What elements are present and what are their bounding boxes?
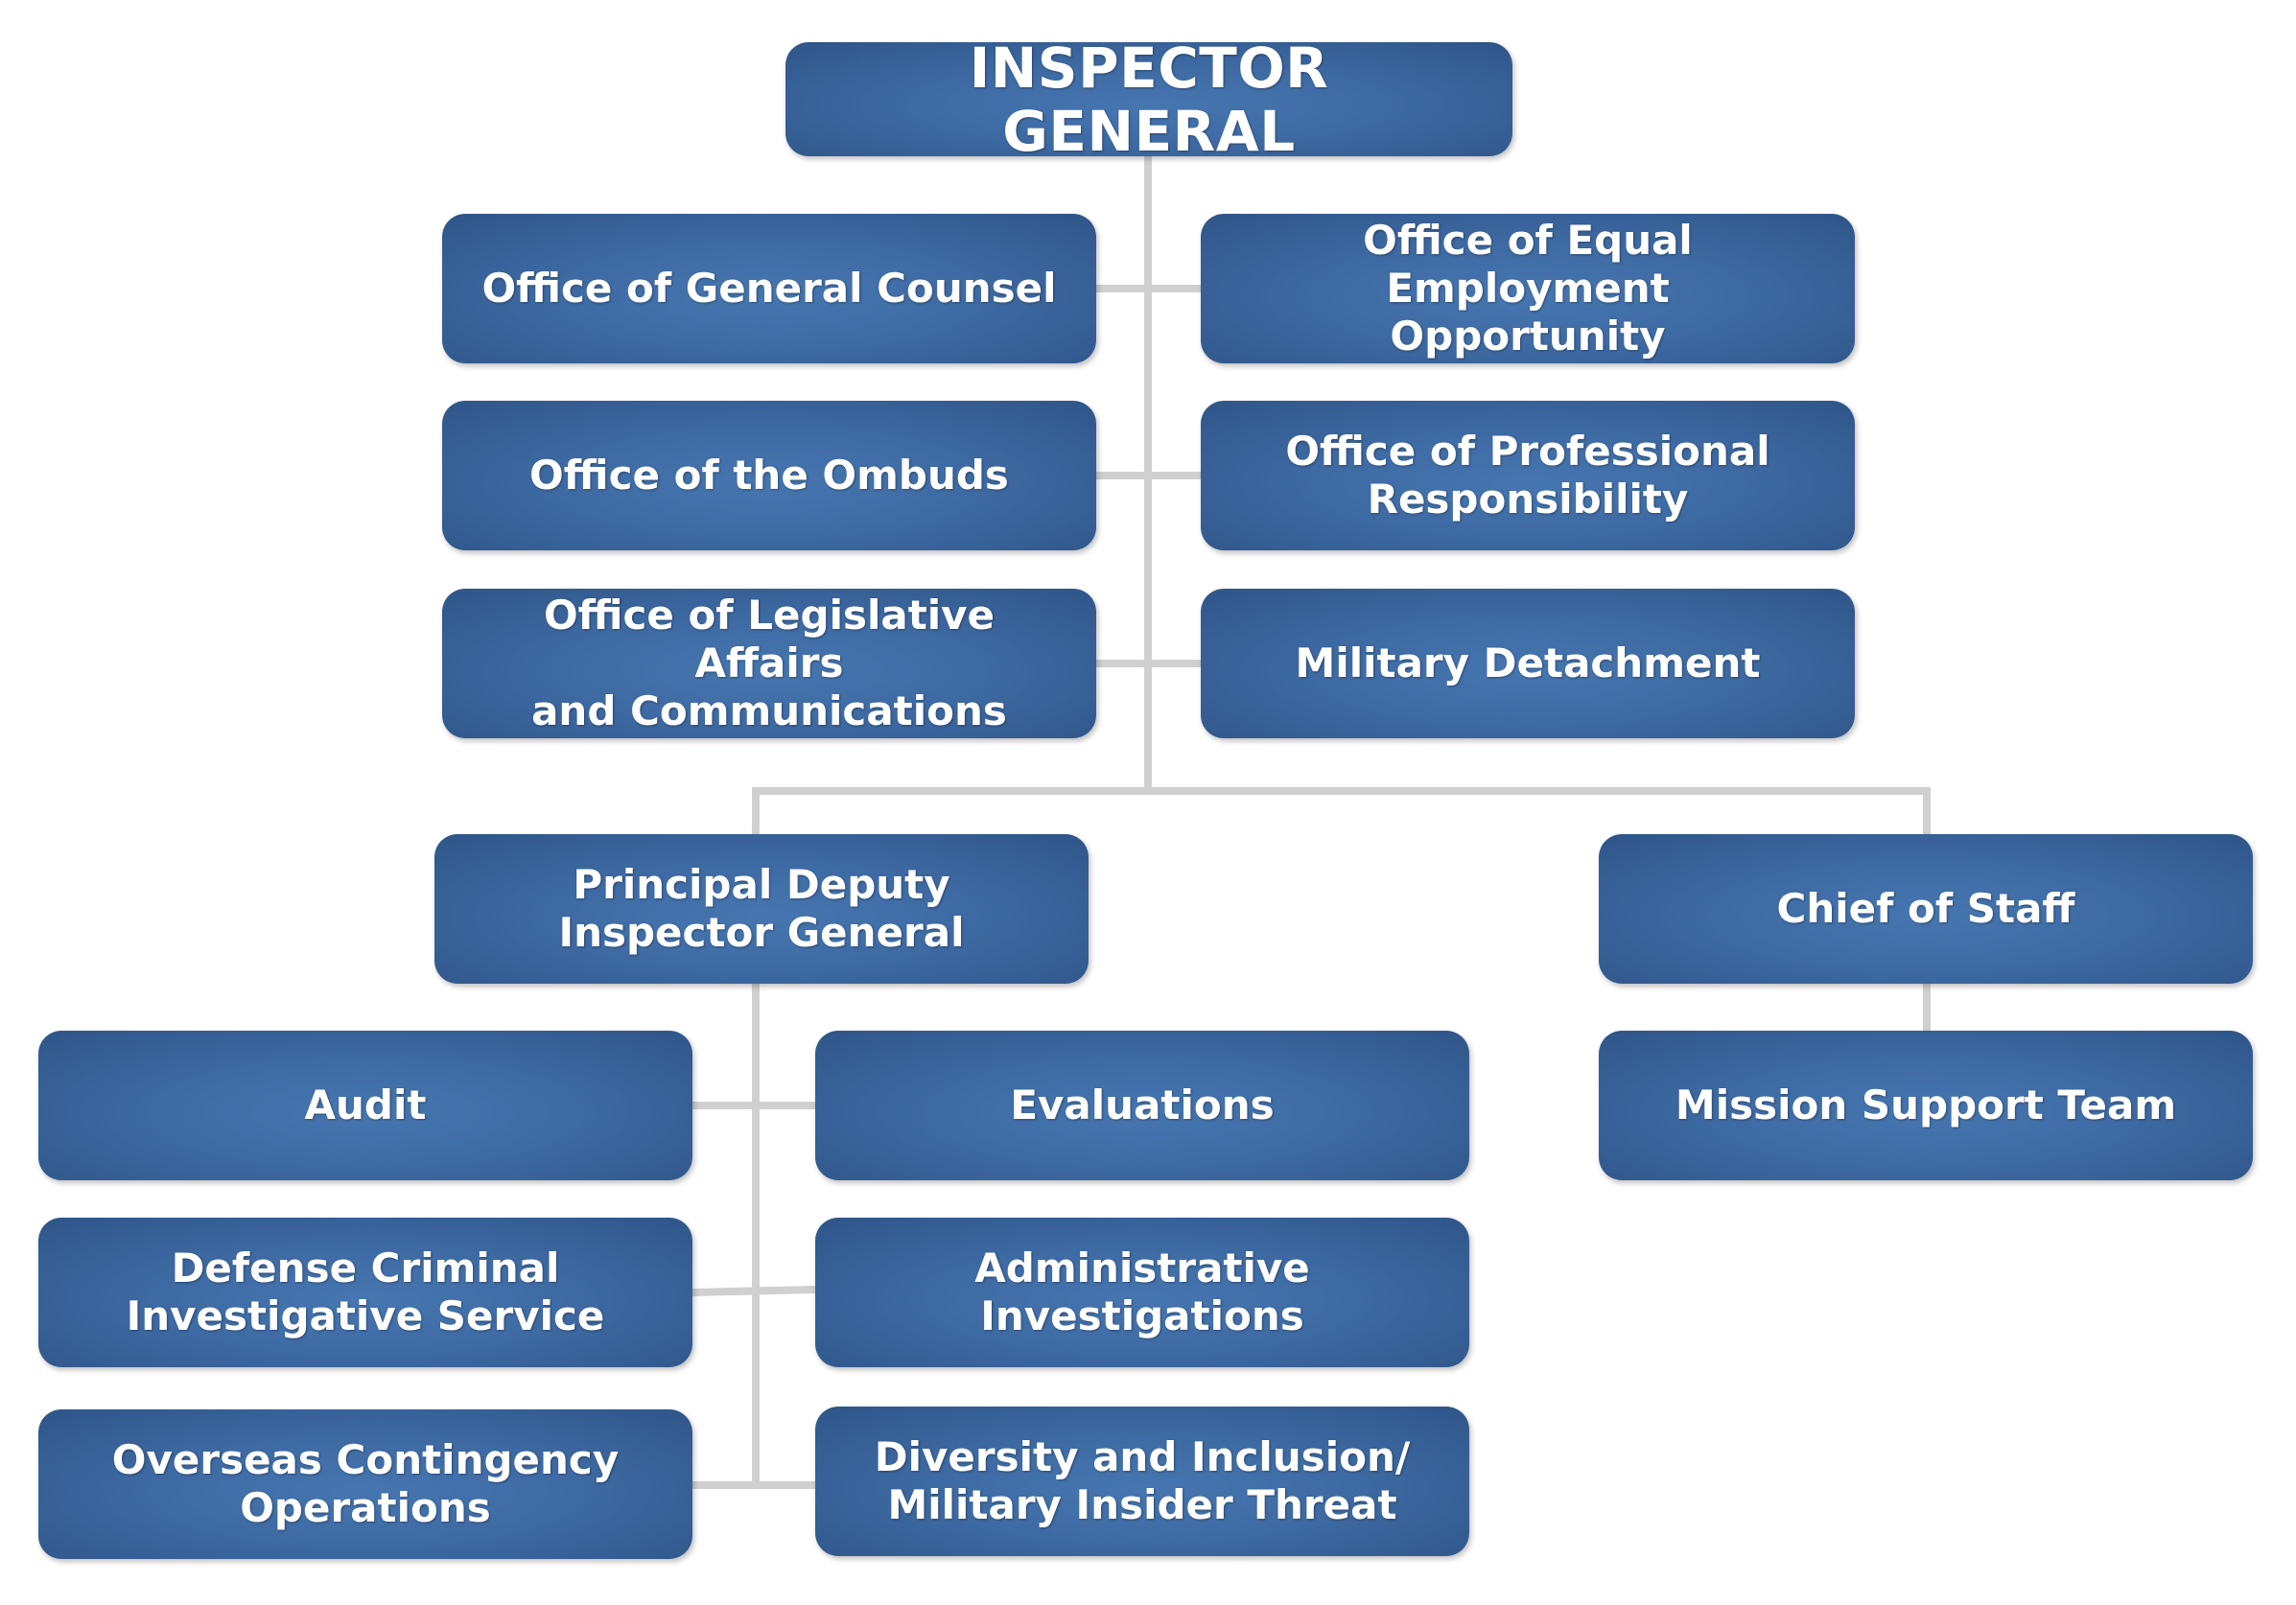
node-label: Mission Support Team (1675, 1082, 2177, 1128)
node-label: Office of General Counsel (481, 265, 1057, 312)
node-label: Chief of Staff (1776, 885, 2075, 932)
node-label: Defense Criminal Investigative Service (126, 1244, 605, 1339)
node-label: Diversity and Inclusion/ Military Inside… (874, 1433, 1411, 1528)
node-label: Principal Deputy Inspector General (558, 861, 965, 956)
node-label: Overseas Contingency Operations (111, 1436, 620, 1531)
node-office-ombuds: Office of the Ombuds (442, 401, 1096, 550)
node-principal-deputy-ig: Principal Deputy Inspector General (434, 834, 1089, 984)
node-label: Office of Equal Employment Opportunity (1363, 217, 1693, 360)
node-label: Office of Professional Responsibility (1285, 428, 1770, 523)
node-mission-support-team: Mission Support Team (1599, 1031, 2253, 1180)
connector-pdig-row-2 (688, 1285, 820, 1297)
node-label: Office of the Ombuds (529, 452, 1009, 499)
node-dcis: Defense Criminal Investigative Service (38, 1218, 692, 1367)
node-inspector-general-label: INSPECTOR GENERAL (969, 35, 1329, 164)
node-label: Audit (304, 1082, 427, 1128)
node-administrative-investigations: Administrative Investigations (815, 1218, 1469, 1367)
node-military-detachment: Military Detachment (1201, 589, 1855, 738)
node-label: Office of Legislative Affairs and Commun… (531, 592, 1007, 734)
node-office-equal-employment: Office of Equal Employment Opportunity (1201, 214, 1855, 363)
node-office-legislative-affairs: Office of Legislative Affairs and Commun… (442, 589, 1096, 738)
node-audit: Audit (38, 1031, 692, 1180)
node-chief-of-staff: Chief of Staff (1599, 834, 2253, 984)
node-diversity-inclusion: Diversity and Inclusion/ Military Inside… (815, 1407, 1469, 1556)
node-evaluations: Evaluations (815, 1031, 1469, 1180)
node-office-general-counsel: Office of General Counsel (442, 214, 1096, 363)
node-label: Military Detachment (1295, 640, 1761, 686)
node-label: Administrative Investigations (974, 1244, 1310, 1339)
node-inspector-general: INSPECTOR GENERAL (785, 36, 1512, 163)
node-label: Evaluations (1010, 1082, 1275, 1128)
node-overseas-contingency-operations: Overseas Contingency Operations (38, 1409, 692, 1559)
node-office-professional-responsibility: Office of Professional Responsibility (1201, 401, 1855, 550)
